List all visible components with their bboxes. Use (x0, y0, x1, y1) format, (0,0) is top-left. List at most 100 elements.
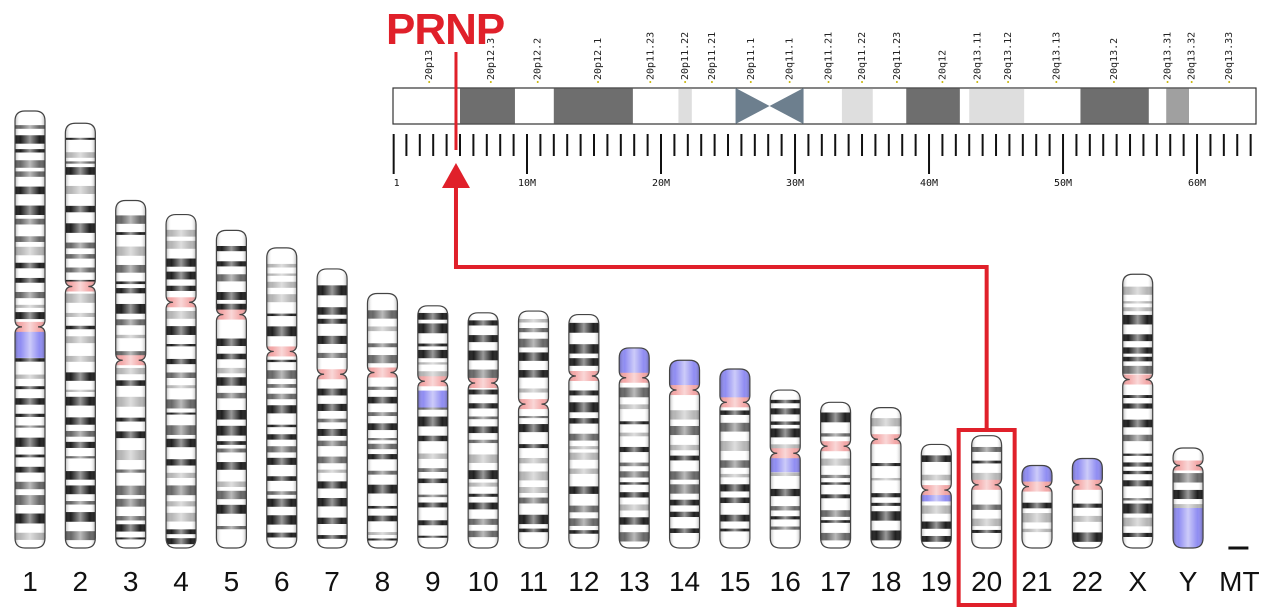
gene-title: PRNP (386, 5, 505, 54)
band-label: 20q11.23 (892, 32, 903, 80)
chromosome-label: 12 (568, 566, 599, 597)
band-label: 20p12.3 (486, 38, 497, 80)
ideogram-band (553, 88, 633, 124)
band-label-dot (749, 81, 752, 83)
band-label-dot (710, 81, 713, 83)
chromosome-outline (517, 310, 550, 549)
band-label: 20q11.21 (824, 32, 835, 80)
chromosome (568, 314, 599, 548)
band-label-dot (861, 81, 864, 83)
chromosome (719, 368, 750, 548)
band-label: 20q13.31 (1163, 32, 1174, 80)
chromosome-label: 10 (468, 566, 499, 597)
chromosome-label: MT (1219, 566, 1259, 597)
chromosome-outline (417, 305, 449, 549)
chromosome-label: Y (1179, 566, 1198, 597)
band-label-dot (536, 81, 539, 83)
chromosome-label: 15 (719, 566, 750, 597)
chromosome-shading (468, 312, 499, 548)
chromosome (468, 312, 499, 548)
scale-label: 60M (1188, 178, 1206, 189)
chromosome (971, 435, 1002, 548)
chromosome (1173, 447, 1204, 548)
chromosome-outline (14, 110, 46, 549)
chromosome-label: 20 (971, 566, 1002, 597)
chromosome (1022, 465, 1052, 548)
chromosome-label: 17 (820, 566, 851, 597)
ideogram-band (1080, 88, 1149, 124)
ideogram-band (1166, 88, 1189, 124)
band-label-dot (1007, 81, 1010, 83)
chromosome-shading (820, 402, 851, 548)
ideogram-band (841, 88, 873, 124)
chromosome-shading (317, 268, 348, 548)
chromosome-20-ideogram: 20p13 20p12.3 20p12.2 20p12.1 20p11.23 20p11.… (392, 32, 1257, 189)
chromosome-shading (719, 368, 750, 548)
chromosome-outline (870, 406, 902, 549)
scale-label: 10M (518, 178, 536, 189)
scale-label: 20M (652, 178, 670, 189)
chromosome-label: 11 (519, 566, 548, 597)
chromosome-outline (1172, 447, 1204, 549)
chromosome-outline (769, 389, 801, 549)
chromosome-shading (1173, 447, 1204, 548)
chromosome-label: 5 (224, 566, 240, 597)
chromosome (317, 268, 348, 548)
band-label: 20p11.1 (746, 38, 757, 80)
chromosome-label: 19 (921, 566, 952, 597)
band-label: 20p12.1 (593, 38, 604, 80)
band-label-dot (788, 81, 791, 83)
chromosome-shading (770, 390, 801, 548)
chromosome-shading (921, 444, 952, 548)
scale-label: 1 (394, 178, 400, 189)
chromosome-shading (870, 407, 901, 548)
chromosome-label: 8 (375, 566, 391, 597)
connector-arrow-line (453, 186, 989, 430)
band-label: 20p12.2 (533, 38, 544, 80)
band-label: 20p13 (424, 50, 435, 80)
chromosome-label: X (1128, 566, 1147, 597)
band-label-dot (895, 81, 898, 83)
chromosome-label: 3 (123, 566, 139, 597)
chromosome-shading (1022, 465, 1052, 548)
chromosome-outline (568, 313, 600, 549)
band-label-dot (597, 81, 600, 83)
band-label: 20p11.23 (645, 32, 656, 80)
chromosome-outline (215, 229, 247, 549)
chromosome (921, 444, 952, 548)
band-label-dot (649, 81, 652, 83)
band-label: 20q11.1 (785, 38, 796, 80)
chromosome-label: 1 (22, 566, 38, 597)
band-label-dot (489, 81, 492, 83)
chromosome-outline (1071, 457, 1103, 549)
centromere-q-arm (769, 88, 804, 124)
chromosome-label: 14 (669, 566, 700, 597)
chromosome (115, 200, 146, 548)
band-label-dot (1112, 81, 1115, 83)
gene-locator-overlay (441, 52, 1017, 607)
band-label: 20q13.32 (1187, 32, 1198, 80)
band-label: 20q13.33 (1224, 32, 1235, 80)
chromosome (166, 214, 197, 548)
band-label: 20q13.2 (1109, 38, 1120, 80)
chromosome (619, 347, 650, 548)
chromosome (417, 305, 448, 548)
chromosome-outline (266, 247, 298, 549)
chromosome (15, 111, 45, 548)
chromosome (216, 230, 247, 548)
chromosome-label: 9 (425, 566, 441, 597)
chromosome-shading (367, 293, 398, 548)
chromosome-shading (619, 347, 650, 548)
chromosome-label: 21 (1021, 566, 1052, 597)
band-label-dot (684, 81, 687, 83)
band-label: 20p11.21 (707, 32, 718, 80)
centromere-p-arm (735, 88, 770, 124)
ideogram-band (969, 88, 1025, 124)
chromosome-outline (467, 312, 499, 549)
scale-label: 50M (1054, 178, 1072, 189)
band-label: 20q12 (937, 50, 948, 80)
chromosome (870, 407, 901, 548)
chromosome-outline (920, 443, 952, 549)
